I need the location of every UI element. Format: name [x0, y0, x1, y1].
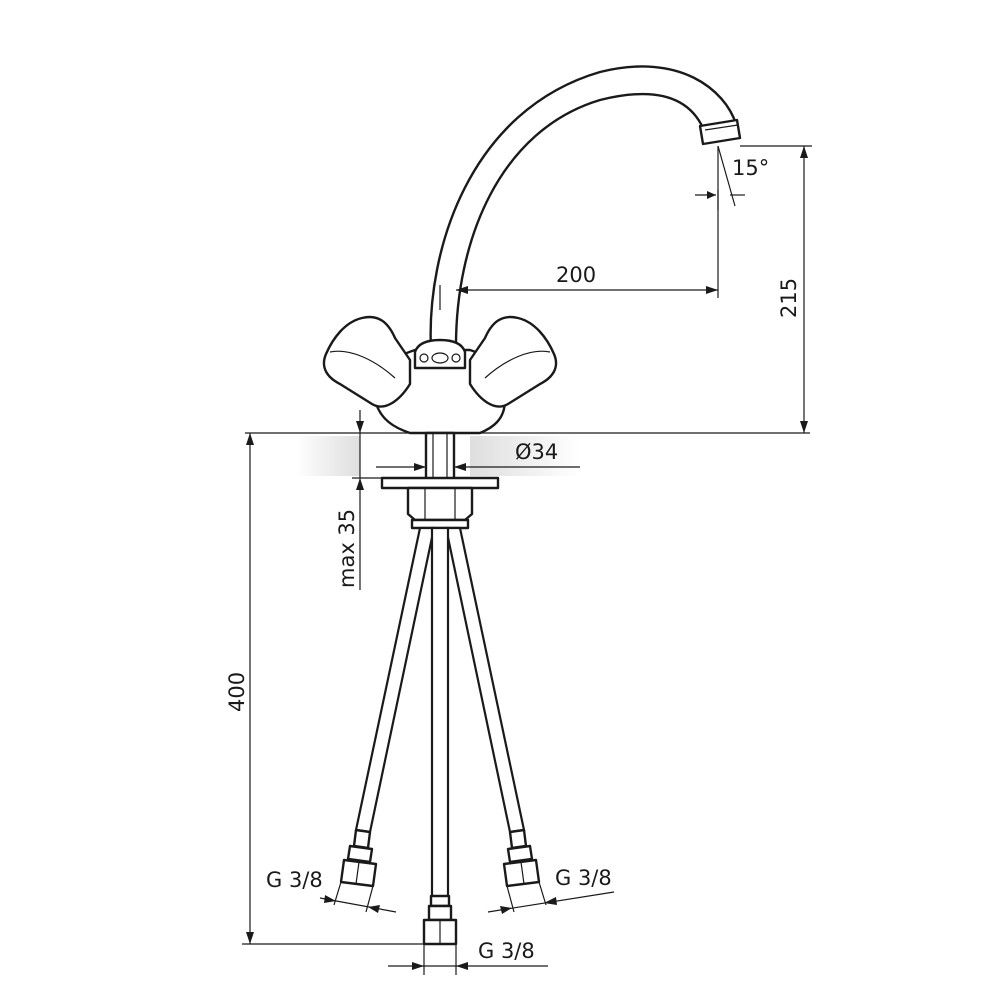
dim-hose-arrow-bottom: [246, 932, 254, 944]
dim-reach-label: 200: [556, 263, 596, 287]
supply-hoses: [339, 526, 541, 946]
spout-pipe: [429, 65, 738, 352]
fitting-right-sleeve: [506, 844, 534, 864]
dim-height-arrow-bottom: [800, 421, 808, 433]
dim-height-arrow-top: [800, 146, 808, 158]
spout-collar: [413, 338, 467, 370]
handle-left-edge: [329, 350, 396, 379]
dim-diameter-arrow-right: [454, 463, 466, 471]
dim-thread-left-label: G 3/8: [266, 868, 323, 892]
dim-thread-center-arrow1: [412, 962, 424, 970]
dim-angle-15: 15°: [695, 145, 769, 210]
dim-thread-left: G 3/8: [266, 868, 397, 913]
dim-angle-ref-line: [717, 145, 736, 207]
fitting-right-collar: [508, 828, 528, 850]
fitting-right: [502, 828, 541, 888]
spout: [429, 65, 742, 352]
dim-counter-label: max 35: [335, 509, 359, 588]
dim-thread-left-arrow2: [368, 905, 380, 913]
hose-right: [444, 526, 526, 834]
dim-thread-center-arrow2: [456, 962, 468, 970]
hose-center: [430, 526, 450, 900]
fitting-center-sleeve: [427, 904, 453, 922]
handle-right-edge: [484, 350, 551, 379]
fitting-left-nut-face: [355, 861, 360, 885]
aerator-line: [704, 124, 739, 131]
fitting-right-nut-face: [520, 861, 525, 885]
dim-thread-right-ext2: [538, 881, 547, 906]
fitting-left: [339, 828, 378, 888]
dim-thread-left-ext2: [365, 885, 374, 913]
hose-left: [354, 526, 436, 834]
dim-counter-arrow-bottom: [356, 478, 364, 490]
fitting-center-collar: [429, 894, 451, 908]
dim-thread-right-label: G 3/8: [555, 866, 612, 890]
dim-thread-right: G 3/8: [487, 866, 615, 914]
fitting-left-collar: [352, 828, 372, 850]
handle-left: [322, 315, 412, 408]
dim-angle-arrowhead: [707, 191, 716, 199]
dim-reach-arrow-left: [456, 286, 468, 294]
dim-thread-center: G 3/8: [388, 939, 548, 975]
countertop-shade-left: [296, 436, 360, 476]
collar-detail-center: [431, 352, 449, 364]
collar-detail-right: [451, 353, 461, 363]
dim-diameter-34: Ø34: [376, 440, 580, 471]
handle-right: [468, 315, 558, 408]
dim-hose-400: 400: [225, 433, 424, 945]
dim-hose-label: 400: [225, 672, 249, 712]
dim-thread-left-arrow1: [324, 895, 336, 903]
dim-counter-max35: max 35: [335, 410, 382, 590]
dim-thread-center-label: G 3/8: [478, 939, 535, 963]
fitting-center: [422, 894, 458, 946]
mounting-washer: [380, 476, 500, 490]
dim-height-215: 215: [740, 145, 812, 433]
mounting-assembly: [380, 431, 500, 530]
collar-detail-left: [419, 353, 429, 363]
dim-height-label: 215: [777, 278, 801, 318]
countertop-section: [245, 432, 810, 476]
fitting-left-sleeve: [346, 844, 374, 864]
dim-diameter-arrow-left: [414, 463, 426, 471]
dim-thread-right-arrow2: [544, 897, 557, 905]
dim-counter-arrow-top: [356, 421, 364, 433]
handle-left-lever: [322, 315, 412, 408]
dim-angle-label: 15°: [732, 156, 769, 180]
dim-thread-right-arrow1: [500, 906, 512, 914]
dim-hose-arrow-top: [246, 433, 254, 445]
handle-right-lever: [468, 315, 558, 408]
dim-diameter-label: Ø34: [515, 440, 558, 464]
mounting-stud: [424, 431, 456, 481]
countertop-shade-right: [470, 436, 580, 476]
mounting-nut: [406, 486, 474, 522]
dim-reach-arrow-right: [706, 286, 718, 294]
dim-reach-200: 200: [456, 190, 719, 298]
nut-ring: [410, 518, 470, 530]
